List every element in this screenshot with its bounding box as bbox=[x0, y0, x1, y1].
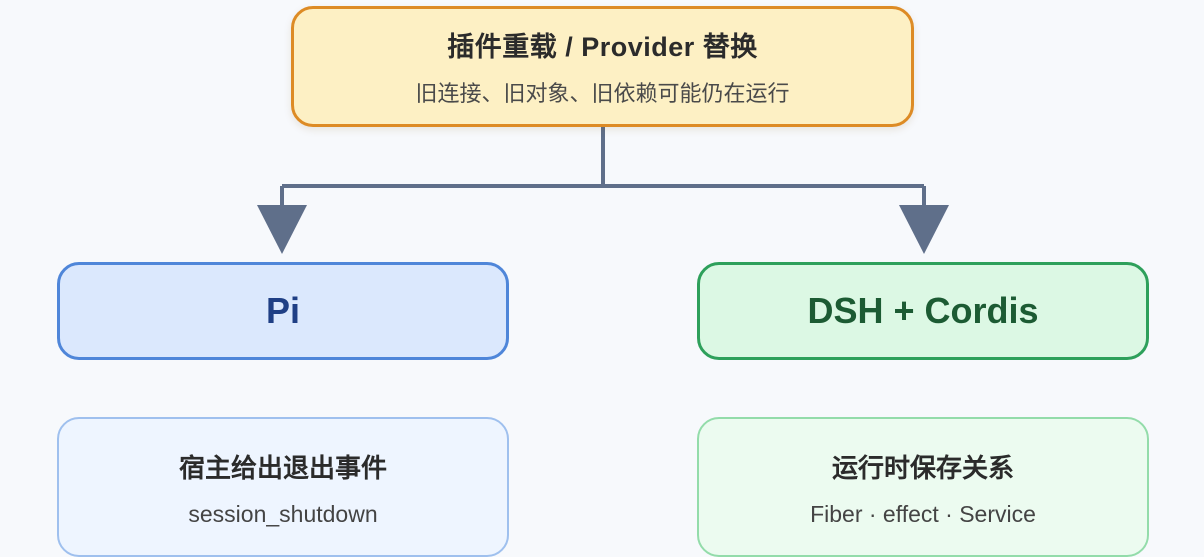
dsh-cordis-box: DSH + Cordis bbox=[697, 262, 1149, 360]
arrowhead-right bbox=[899, 205, 949, 254]
dsh-detail-card: 运行时保存关系 Fiber · effect · Service bbox=[697, 417, 1149, 557]
pi-detail-title: 宿主给出退出事件 bbox=[178, 453, 387, 483]
pi-detail-card: 宿主给出退出事件 session_shutdown bbox=[57, 417, 509, 557]
reload-event-title: 插件重载 / Provider 替换 bbox=[447, 32, 758, 62]
pi-title: Pi bbox=[265, 290, 300, 331]
reload-event-box: 插件重载 / Provider 替换 旧连接、旧对象、旧依赖可能仍在运行 bbox=[291, 6, 914, 127]
pi-box: Pi bbox=[57, 262, 509, 360]
reload-event-subtitle: 旧连接、旧对象、旧依赖可能仍在运行 bbox=[415, 81, 790, 106]
dsh-detail-title: 运行时保存关系 bbox=[831, 453, 1014, 483]
dsh-detail-subtitle: Fiber · effect · Service bbox=[810, 501, 1036, 527]
dsh-cordis-title: DSH + Cordis bbox=[807, 290, 1039, 331]
arrowhead-left bbox=[257, 205, 307, 254]
pi-detail-subtitle: session_shutdown bbox=[188, 501, 378, 527]
connector-lines bbox=[257, 127, 949, 254]
diagram-canvas: 插件重载 / Provider 替换 旧连接、旧对象、旧依赖可能仍在运行 Pi … bbox=[57, 6, 1149, 557]
